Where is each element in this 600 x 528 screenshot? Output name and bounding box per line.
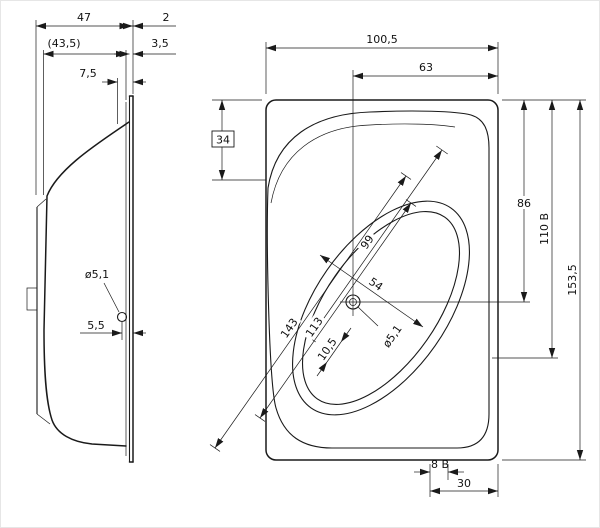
dim-side-rim-thickness: 2 xyxy=(119,11,176,30)
dim-label-8-b: 8 B xyxy=(431,458,449,471)
dim-side-hole-diameter: ø5,1 xyxy=(85,268,120,313)
dim-label-43-5: (43,5) xyxy=(47,37,80,50)
top-view: 100,5 63 34 153,5 xyxy=(209,33,586,497)
dim-label-100-5: 100,5 xyxy=(366,33,398,46)
dim-top-length-total: 153,5 xyxy=(502,99,586,461)
dim-label-86: 86 xyxy=(517,197,531,210)
dim-side-hole-offset: 5,5 xyxy=(80,319,146,340)
dim-label-110-b: 110 B xyxy=(538,213,551,245)
dim-label-7-5: 7,5 xyxy=(79,67,97,80)
dim-label-47: 47 xyxy=(77,11,91,24)
dim-top-diag-inner: 113 xyxy=(254,199,417,422)
dim-top-corner-offset: 34 xyxy=(211,99,266,181)
dim-side-rim-lip: 7,5 xyxy=(79,67,146,124)
dim-label-153-5: 153,5 xyxy=(566,264,579,296)
dim-side-bottom-thickness: 3,5 xyxy=(114,37,176,100)
dim-label-30: 30 xyxy=(457,477,471,490)
dim-top-width-total: 100,5 xyxy=(265,33,499,94)
dim-label-5-5: 5,5 xyxy=(87,319,105,332)
side-view-bracket xyxy=(26,287,38,311)
dim-top-drain-from-top: 86 xyxy=(513,100,535,302)
dim-top-bottom-offset: 30 xyxy=(430,464,499,497)
dim-label-side-d5-1: ø5,1 xyxy=(85,268,109,281)
top-view-rim-inner-line xyxy=(270,123,456,204)
dim-top-length-ref: 110 B xyxy=(492,100,558,359)
dim-top-diag-outer: 143 xyxy=(209,172,412,452)
dim-side-height-inner: (43,5) xyxy=(43,37,130,195)
dim-top-bottom-ref: 8 B xyxy=(414,458,464,497)
side-view-base-bottom xyxy=(36,413,51,425)
dim-label-34: 34 xyxy=(216,134,230,147)
dim-top-basin-width: 54 xyxy=(319,254,424,328)
dim-top-drain-from-right: 63 xyxy=(353,61,498,80)
side-view: 47 2 (43,5) 3,5 xyxy=(26,11,176,463)
side-view-body-outline xyxy=(43,121,130,447)
dim-label-3-5: 3,5 xyxy=(151,37,169,50)
side-view-base-top xyxy=(36,198,47,208)
side-view-rim-flange xyxy=(125,95,134,463)
dim-top-hole-diameter: ø5,1 xyxy=(357,306,405,350)
dim-top-basin-length: 99 xyxy=(304,145,448,343)
dim-side-height-total: 47 xyxy=(35,11,134,195)
side-view-fixing-hole xyxy=(116,311,128,323)
dim-label-63: 63 xyxy=(419,61,433,74)
dim-label-2: 2 xyxy=(163,11,170,24)
dim-label-top-d5-1: ø5,1 xyxy=(380,323,405,350)
